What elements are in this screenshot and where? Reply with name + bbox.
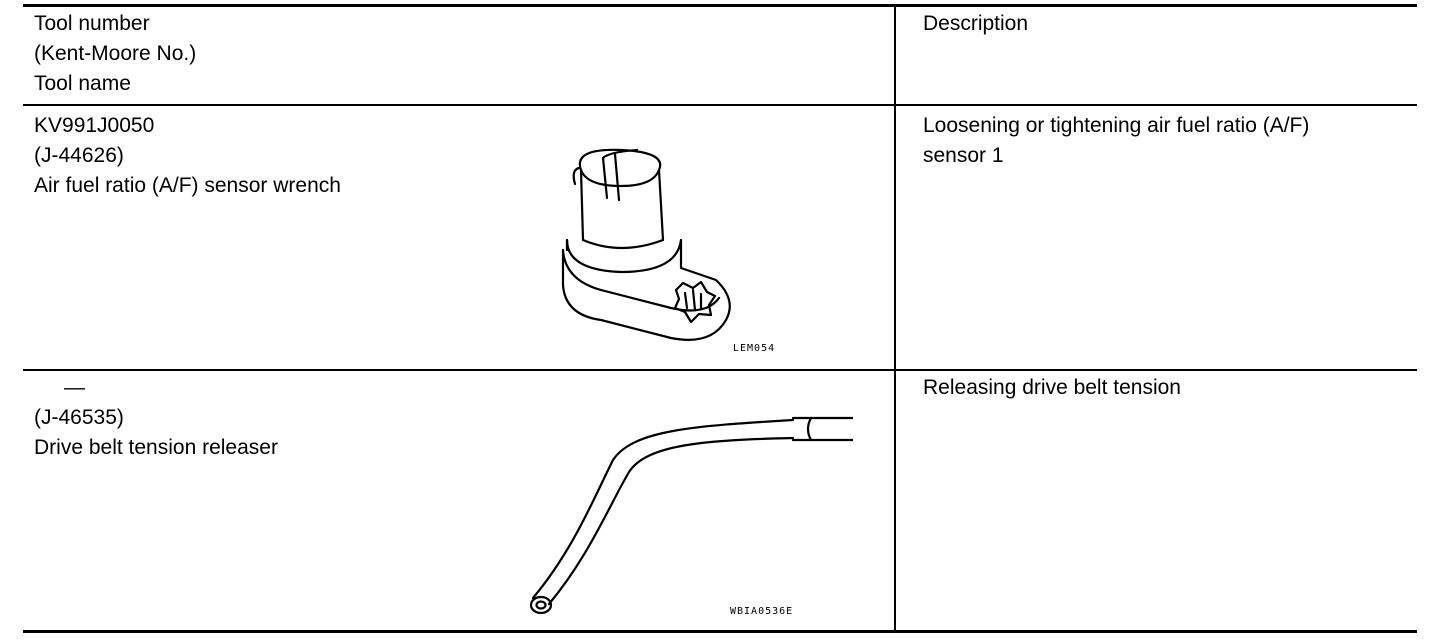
description-line: sensor 1 bbox=[923, 144, 1004, 167]
table-row: — (J-46535) Drive belt tension releaser bbox=[34, 373, 278, 463]
header-description-cell: Description bbox=[923, 9, 1028, 39]
table-bottom-rule bbox=[23, 630, 1417, 633]
kent-moore-number: (J-46535) bbox=[34, 406, 124, 429]
figure-code: WBIA0536E bbox=[730, 606, 794, 617]
tool-description: Loosening or tightening air fuel ratio (… bbox=[923, 111, 1309, 171]
sensor-wrench-icon bbox=[561, 148, 731, 341]
description-line: Releasing drive belt tension bbox=[923, 376, 1181, 399]
header-kent-moore: (Kent-Moore No.) bbox=[34, 42, 197, 65]
table-row: KV991J0050 (J-44626) Air fuel ratio (A/F… bbox=[34, 111, 341, 201]
tool-name: Air fuel ratio (A/F) sensor wrench bbox=[34, 174, 341, 197]
header-description: Description bbox=[923, 12, 1029, 35]
header-tool-number: Tool number bbox=[34, 12, 150, 35]
header-tool-cell: Tool number (Kent-Moore No.) Tool name bbox=[34, 9, 196, 99]
figure-code: LEM054 bbox=[733, 343, 776, 354]
description-line: Loosening or tightening air fuel ratio (… bbox=[923, 114, 1310, 137]
tool-description: Releasing drive belt tension bbox=[923, 373, 1181, 403]
table-top-rule bbox=[23, 4, 1417, 7]
tension-releaser-icon bbox=[529, 416, 853, 615]
tool-number: KV991J0050 bbox=[34, 114, 155, 137]
column-divider bbox=[894, 4, 896, 633]
special-tools-table: Tool number (Kent-Moore No.) Tool name D… bbox=[23, 0, 1417, 640]
tool-number: — bbox=[64, 376, 85, 399]
tool-name: Drive belt tension releaser bbox=[34, 436, 278, 459]
header-divider bbox=[23, 104, 1417, 106]
header-tool-name: Tool name bbox=[34, 72, 131, 95]
row-divider bbox=[23, 369, 1417, 371]
kent-moore-number: (J-44626) bbox=[34, 144, 124, 167]
